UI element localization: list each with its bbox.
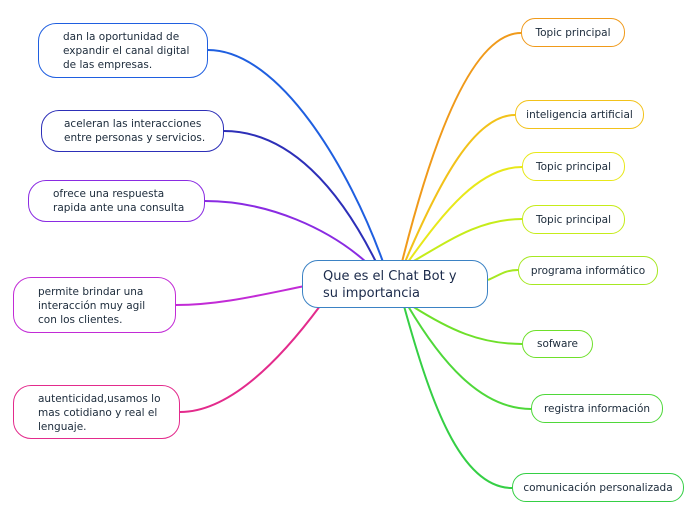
right-node-6[interactable]: sofware: [522, 330, 593, 358]
right-node-7[interactable]: registra información: [531, 394, 663, 423]
central-topic[interactable]: Que es el Chat Bot y su importancia: [302, 260, 488, 308]
connector-right-3: [407, 166, 523, 263]
right-node-3-text: Topic principal: [535, 160, 611, 173]
left-node-5-text: autenticidad,usamos lo mas cotidiano y r…: [38, 393, 161, 433]
right-node-8[interactable]: comunicación personalizada: [512, 473, 684, 502]
central-topic-title: Que es el Chat Bot y su importancia: [323, 269, 457, 301]
left-node-4[interactable]: permite brindar una interacción muy agil…: [13, 277, 176, 333]
connector-left-2: [223, 130, 377, 263]
left-node-4-text: permite brindar una interacción muy agil…: [38, 286, 146, 326]
connector-right-5: [487, 269, 519, 281]
right-node-8-text: comunicación personalizada: [523, 481, 673, 494]
connector-left-5: [179, 305, 321, 413]
right-node-3[interactable]: Topic principal: [522, 152, 625, 181]
right-node-5[interactable]: programa informático: [518, 256, 658, 285]
right-node-2-text: inteligencia artificial: [526, 108, 633, 121]
right-node-7-text: registra información: [543, 402, 651, 415]
connector-right-1: [401, 32, 522, 263]
left-node-2-text: aceleran las interacciones entre persona…: [64, 118, 206, 144]
right-node-1[interactable]: Topic principal: [521, 18, 625, 47]
left-node-3-text: ofrece una respuesta rapida ante una con…: [53, 188, 185, 214]
connector-left-4: [175, 285, 306, 306]
right-node-4[interactable]: Topic principal: [522, 205, 625, 234]
connector-right-4: [411, 218, 523, 263]
left-node-1[interactable]: dan la oportunidad de expandir el canal …: [38, 23, 208, 78]
right-node-4-text: Topic principal: [535, 213, 611, 226]
right-node-1-text: Topic principal: [535, 26, 611, 39]
right-node-6-text: sofware: [537, 338, 578, 350]
left-node-5[interactable]: autenticidad,usamos lo mas cotidiano y r…: [13, 385, 180, 439]
left-node-3[interactable]: ofrece una respuesta rapida ante una con…: [28, 180, 205, 222]
right-node-2[interactable]: inteligencia artificial: [515, 100, 644, 129]
left-node-2[interactable]: aceleran las interacciones entre persona…: [41, 110, 224, 152]
connector-left-3: [204, 200, 367, 263]
connector-right-6: [411, 305, 523, 345]
connector-right-2: [404, 114, 516, 263]
connector-right-8: [403, 305, 513, 489]
right-node-5-text: programa informático: [530, 264, 646, 277]
connector-right-7: [407, 305, 532, 410]
left-node-1-text: dan la oportunidad de expandir el canal …: [63, 31, 190, 71]
connector-left-1: [207, 49, 384, 263]
